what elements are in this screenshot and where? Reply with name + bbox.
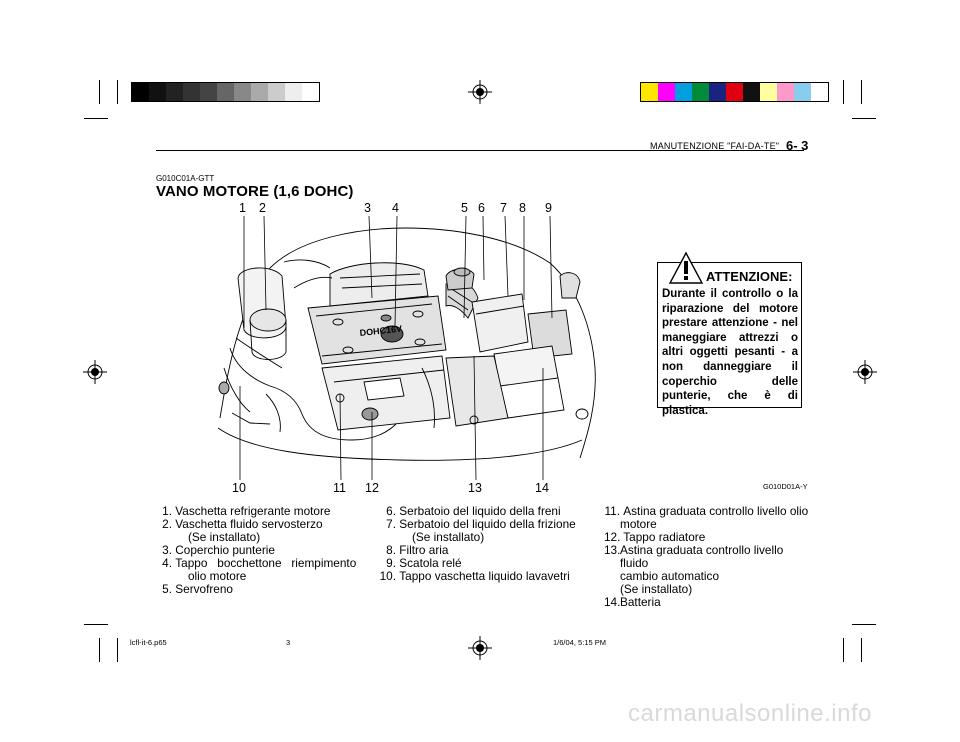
callout-11: 11	[333, 481, 346, 495]
footer-page: 3	[286, 638, 291, 647]
list-item-continuation: (Se installato)	[412, 530, 485, 544]
list-item-continuation: (Se installato)	[188, 530, 261, 544]
callout-7: 7	[500, 201, 507, 215]
calibration-swatch	[743, 83, 760, 101]
grayscale-bar	[131, 82, 320, 102]
list-item: 5. Servofreno	[162, 582, 233, 596]
callout-12: 12	[365, 481, 379, 495]
calibration-swatch	[302, 83, 319, 101]
callout-1: 1	[239, 201, 246, 215]
list-item-continuation: cambio automatico	[620, 569, 720, 583]
registration-target-icon	[83, 360, 107, 384]
calibration-swatch	[200, 83, 217, 101]
registration-target-icon	[468, 80, 492, 104]
callout-13: 13	[468, 481, 482, 495]
calibration-swatch	[251, 83, 268, 101]
list-item-continuation: olio motore	[188, 569, 247, 583]
calibration-swatch	[777, 83, 794, 101]
calibration-swatch	[268, 83, 285, 101]
registration-target-icon	[468, 636, 492, 660]
list-item: 7. Serbatoio del liquido della frizione	[386, 517, 576, 531]
calibration-swatch	[166, 83, 183, 101]
list-item: 13.Astina graduata controllo livello flu…	[604, 543, 784, 570]
list-item-continuation: (Se installato)	[620, 582, 693, 596]
warning-text: Durante il controllo o la riparazione de…	[662, 288, 798, 417]
calibration-swatch	[675, 83, 692, 101]
warning-triangle-icon	[668, 251, 704, 284]
engine-cover-label: DOHC16V	[359, 324, 402, 338]
callout-2: 2	[259, 201, 266, 215]
section-code: G010C01A-GTT	[156, 174, 215, 183]
list-item: 9. Scatola relé	[386, 556, 462, 570]
callout-5: 5	[461, 201, 468, 215]
callout-3: 3	[364, 201, 371, 215]
calibration-swatch	[692, 83, 709, 101]
list-item: 12. Tappo radiatore	[604, 530, 706, 544]
legend-column-1: 1. Vaschetta refrigerante motore 2. Vasc…	[158, 505, 356, 596]
legend-column-3: 11. Astina graduata controllo livello ol…	[604, 505, 810, 609]
list-item: 4. Tappo bocchettone riempimento	[162, 556, 357, 570]
calibration-swatch	[183, 83, 200, 101]
registration-target-icon	[853, 360, 877, 384]
running-header-title: MANUTENZIONE "FAI-DA-TE"	[650, 141, 780, 151]
callout-10: 10	[232, 481, 246, 495]
footer-file-name: lcfl-it-6.p65	[130, 638, 167, 647]
footer-timestamp: 1/6/04, 5:15 PM	[553, 638, 606, 647]
warning-box: ATTENZIONE: Durante il controllo o la ri…	[657, 251, 802, 417]
color-calibration-bar	[640, 82, 829, 102]
list-item: 1. Vaschetta refrigerante motore	[162, 504, 331, 518]
calibration-swatch	[641, 83, 658, 101]
calibration-swatch	[285, 83, 302, 101]
figure-code: G010D01A-Y	[763, 482, 808, 491]
calibration-swatch	[234, 83, 251, 101]
calibration-swatch	[760, 83, 777, 101]
calibration-swatch	[811, 83, 828, 101]
list-item: 10. Tappo vaschetta liquido lavavetri	[379, 569, 570, 583]
callout-14: 14	[535, 481, 549, 495]
calibration-swatch	[149, 83, 166, 101]
page-number: 6- 3	[786, 138, 809, 153]
list-item: 6. Serbatoio del liquido della freni	[386, 504, 561, 518]
callout-9: 9	[545, 201, 552, 215]
list-item: 2. Vaschetta fluido servosterzo	[162, 517, 323, 531]
watermark: carmanualsonline.info	[628, 700, 872, 727]
list-item: 14.Batteria	[604, 595, 661, 609]
calibration-swatch	[709, 83, 726, 101]
calibration-swatch	[794, 83, 811, 101]
list-item: 3. Coperchio punterie	[162, 543, 275, 557]
calibration-swatch	[132, 83, 149, 101]
legend-column-2: 6. Serbatoio del liquido della freni 7. …	[379, 505, 589, 583]
section-title: VANO MOTORE (1,6 DOHC)	[156, 183, 354, 200]
list-item: 11. Astina graduata controllo livello ol…	[604, 504, 809, 518]
list-item-continuation: motore	[620, 517, 657, 531]
warning-title: ATTENZIONE:	[706, 269, 793, 284]
engine-bay-illustration: DOHC16V	[217, 227, 596, 461]
callout-4: 4	[392, 201, 399, 215]
calibration-swatch	[217, 83, 234, 101]
callout-8: 8	[519, 201, 526, 215]
header-rule	[156, 150, 804, 151]
callout-6: 6	[478, 201, 485, 215]
list-item: 8. Filtro aria	[386, 543, 449, 557]
calibration-swatch	[658, 83, 675, 101]
calibration-swatch	[726, 83, 743, 101]
